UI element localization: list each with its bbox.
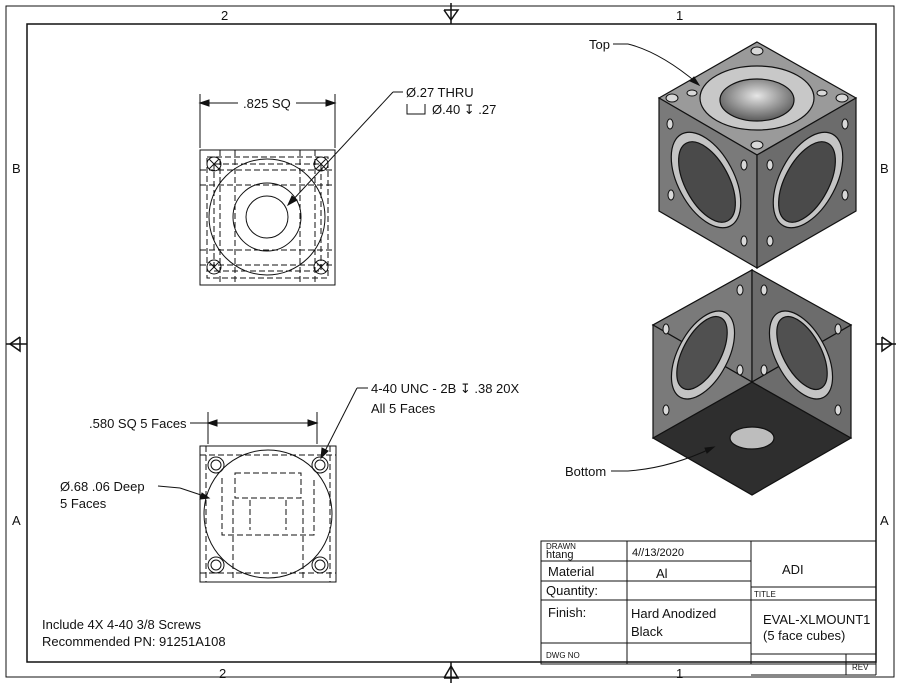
bore-leader (157, 485, 211, 500)
company-name: ADI (782, 562, 804, 577)
outer-border (5, 5, 895, 678)
top-view (199, 149, 336, 286)
drawing-title-line1: EVAL-XLMOUNT1 (763, 612, 870, 627)
iso-top-leader (613, 43, 701, 87)
thru-hole-callout-line2: Ø.40 ↧ .27 (432, 102, 496, 117)
zone-label-right-b: B (880, 161, 889, 176)
material-label: Material (548, 564, 594, 579)
thread-leader (320, 387, 368, 460)
thru-hole-callout-line1: Ø.27 THRU (406, 85, 474, 100)
iso-bottom-leader (611, 446, 716, 472)
centering-mark-right (876, 336, 896, 353)
dimension-580-label: .580 SQ 5 Faces (89, 416, 187, 431)
thread-callout-line1: 4-40 UNC - 2B ↧ .38 20X (371, 381, 520, 396)
finish-value-line2: Black (631, 624, 663, 639)
title-block (540, 540, 877, 676)
isometric-cube-top (657, 41, 858, 270)
front-view (199, 445, 337, 583)
thru-hole-leader (286, 91, 403, 207)
zone-label-bottom-1: 1 (676, 666, 683, 681)
top-view-screw-holes (206, 156, 329, 275)
title-label: TITLE (754, 590, 776, 599)
note-line1: Include 4X 4-40 3/8 Screws (42, 617, 201, 632)
date-value: 4//13/2020 (632, 547, 684, 559)
thread-callout-line2: All 5 Faces (371, 401, 436, 416)
bore-callout-line2: 5 Faces (60, 496, 107, 511)
zone-label-right-a: A (880, 513, 889, 528)
drawing-title-line2: (5 face cubes) (763, 628, 845, 643)
dwg-no-label: DWG NO (546, 651, 580, 660)
zone-label-left-b: B (12, 161, 21, 176)
zone-label-left-a: A (12, 513, 21, 528)
counterbore-symbol (406, 104, 426, 115)
dimension-825-label: .825 SQ (243, 96, 291, 111)
isometric-cube-bottom (651, 268, 853, 496)
zone-label-top-1: 1 (676, 8, 683, 23)
quantity-label: Quantity: (546, 583, 598, 598)
rev-label: REV (852, 663, 869, 672)
zone-label-bottom-2: 2 (219, 666, 226, 681)
zone-label-top-2: 2 (221, 8, 228, 23)
iso-bottom-label: Bottom (565, 464, 606, 479)
finish-label: Finish: (548, 605, 586, 620)
front-view-screw-holes (207, 456, 329, 574)
note-line2: Recommended PN: 91251A108 (42, 634, 226, 649)
bore-callout-line1: Ø.68 .06 Deep (60, 479, 145, 494)
dimension-825 (198, 94, 337, 148)
dimension-580 (190, 412, 319, 444)
centering-mark-bottom (443, 662, 460, 683)
drawn-by: htang (546, 549, 574, 561)
drawn-label: DRAWN (546, 542, 576, 551)
centering-mark-top (443, 3, 460, 24)
iso-top-label: Top (589, 37, 610, 52)
finish-value-line1: Hard Anodized (631, 606, 716, 621)
material-value: Al (656, 566, 668, 581)
centering-mark-left (6, 336, 27, 353)
